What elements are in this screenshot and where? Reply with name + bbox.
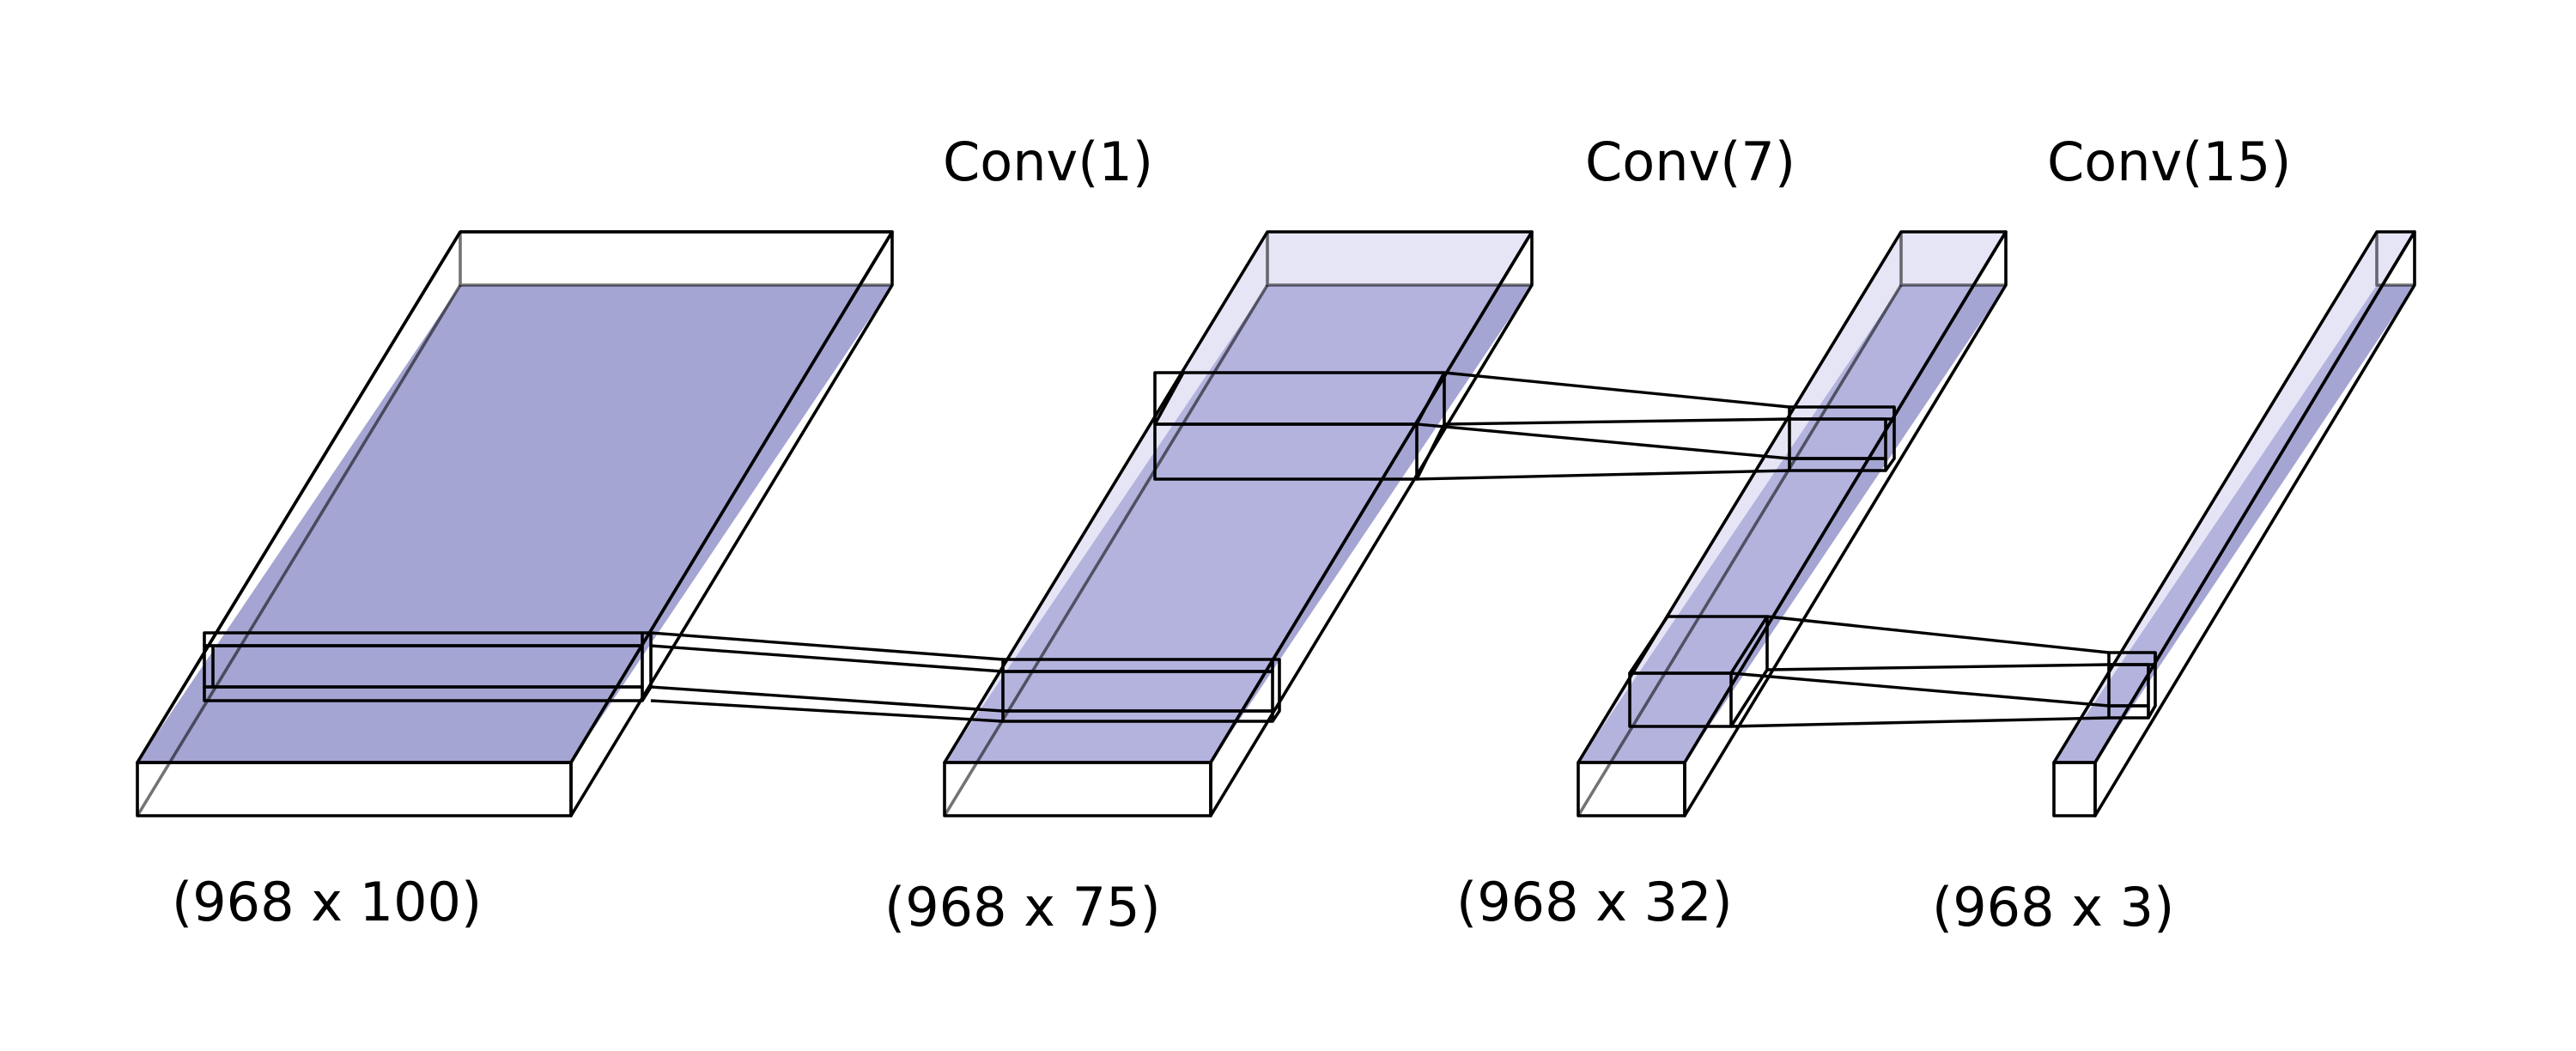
layer2-volume-face [1578, 285, 2006, 762]
layer2-volume [1577, 230, 2008, 817]
layer1-kernel-in [1001, 658, 1281, 723]
layer2-volume-top [1578, 232, 2006, 762]
layer1-volume-face [945, 285, 1532, 762]
layer2-kernel-in [1788, 405, 1896, 472]
layer1-volume [943, 230, 1534, 817]
input-kernel-slice [203, 631, 653, 702]
dim-label-layer1: (968 x 75) [884, 876, 1161, 939]
conv-label-layer2: Conv(7) [1585, 131, 1795, 193]
input-volume [136, 230, 894, 817]
input-volume-face [137, 285, 892, 762]
layer3-volume-front [2052, 761, 2097, 817]
connections [650, 371, 2110, 728]
layer3-volume-face [2054, 285, 2415, 762]
dim-label-layer3: (968 x 3) [1932, 876, 2174, 939]
dim-label-layer2: (968 x 32) [1456, 871, 1733, 933]
layer1-volume-front [943, 761, 1212, 817]
dim-label-input: (968 x 100) [172, 871, 482, 933]
layer1-volume-top [945, 232, 1532, 762]
layer3-volume [2052, 230, 2416, 817]
input-volume-front [136, 761, 573, 817]
conv-label-layer1: Conv(1) [943, 131, 1153, 193]
layer3-volume-top [2054, 232, 2415, 762]
layer3-kernel-in [2107, 651, 2157, 720]
conv-label-layer3: Conv(15) [2047, 131, 2291, 193]
